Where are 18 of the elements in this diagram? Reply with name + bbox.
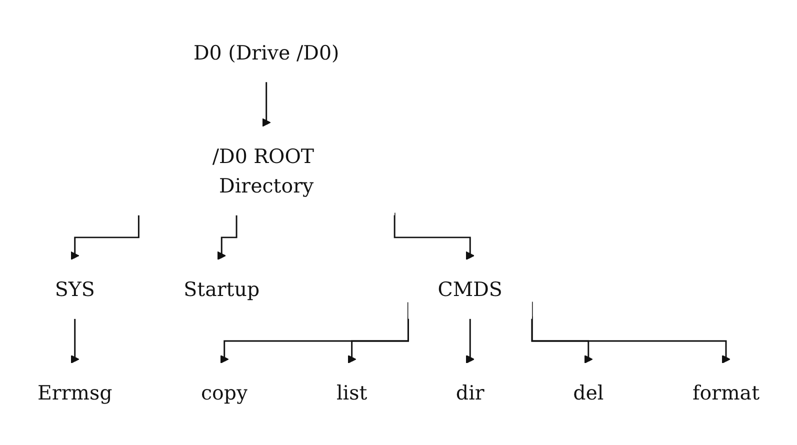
node-text: dir xyxy=(456,380,484,404)
arrow xyxy=(466,318,474,364)
node-text: /D0 ROOT Directory xyxy=(212,144,314,198)
arrow xyxy=(217,215,238,260)
arrow xyxy=(262,82,271,127)
arrow xyxy=(394,212,474,260)
node-text: Errmsg xyxy=(37,380,112,404)
arrow xyxy=(347,316,409,364)
node-text: D0 (Drive /D0) xyxy=(193,40,340,64)
node-text: del xyxy=(573,380,604,404)
node-text: list xyxy=(336,380,368,404)
arrow xyxy=(70,215,140,260)
node-text: SYS xyxy=(54,277,95,301)
node-text: format xyxy=(692,380,760,404)
node-text: Startup xyxy=(184,277,260,301)
arrow xyxy=(70,318,80,364)
arrow xyxy=(220,302,409,364)
node-text: copy xyxy=(201,380,248,404)
